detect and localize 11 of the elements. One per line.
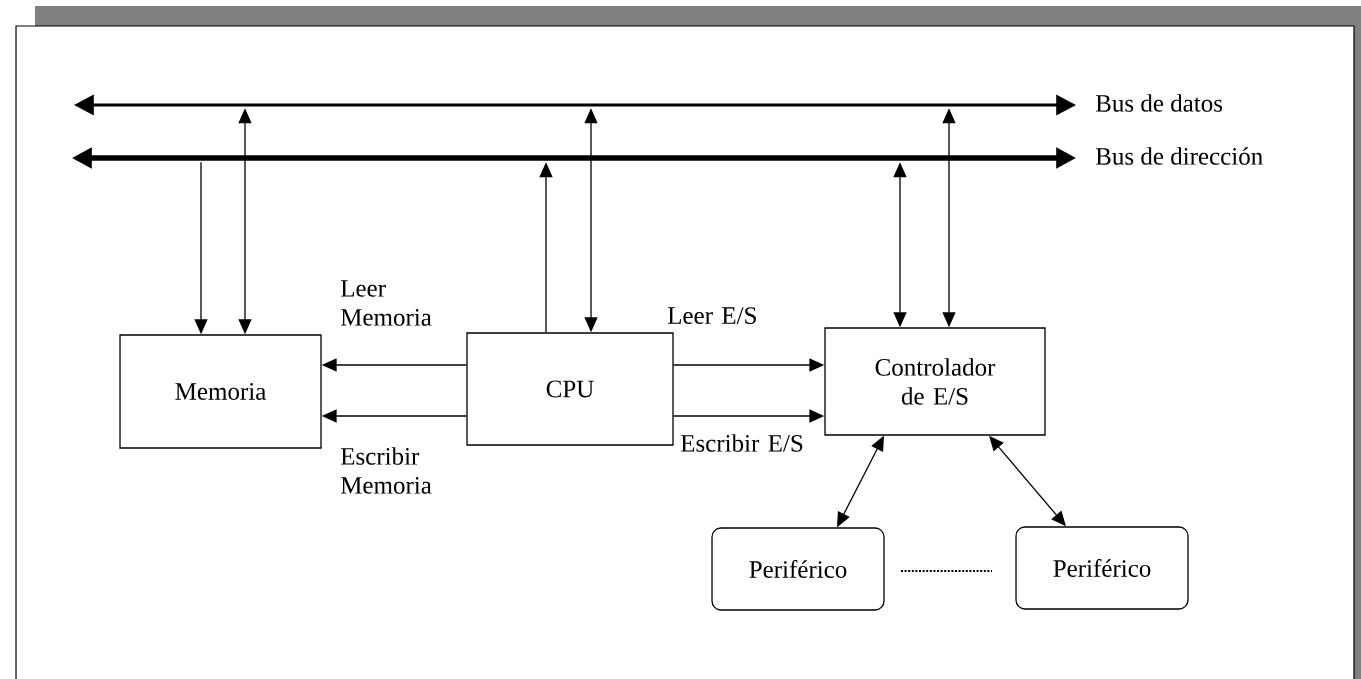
bus-label: Bus de dirección bbox=[1095, 147, 1263, 165]
box: Memoria bbox=[119, 334, 322, 449]
box: Controlador de E/S bbox=[824, 327, 1046, 436]
rounded-box: Periférico bbox=[711, 527, 885, 611]
edge-label: Escribir Memoria bbox=[340, 447, 432, 494]
edge-label: Escribir E/S bbox=[680, 434, 803, 452]
rounded-box: Periférico bbox=[1015, 526, 1189, 610]
bus-label: Bus de datos bbox=[1095, 94, 1223, 112]
box: CPU bbox=[466, 332, 674, 446]
edge-label: Leer Memoria bbox=[340, 280, 432, 326]
edge-label: Leer E/S bbox=[667, 307, 756, 324]
